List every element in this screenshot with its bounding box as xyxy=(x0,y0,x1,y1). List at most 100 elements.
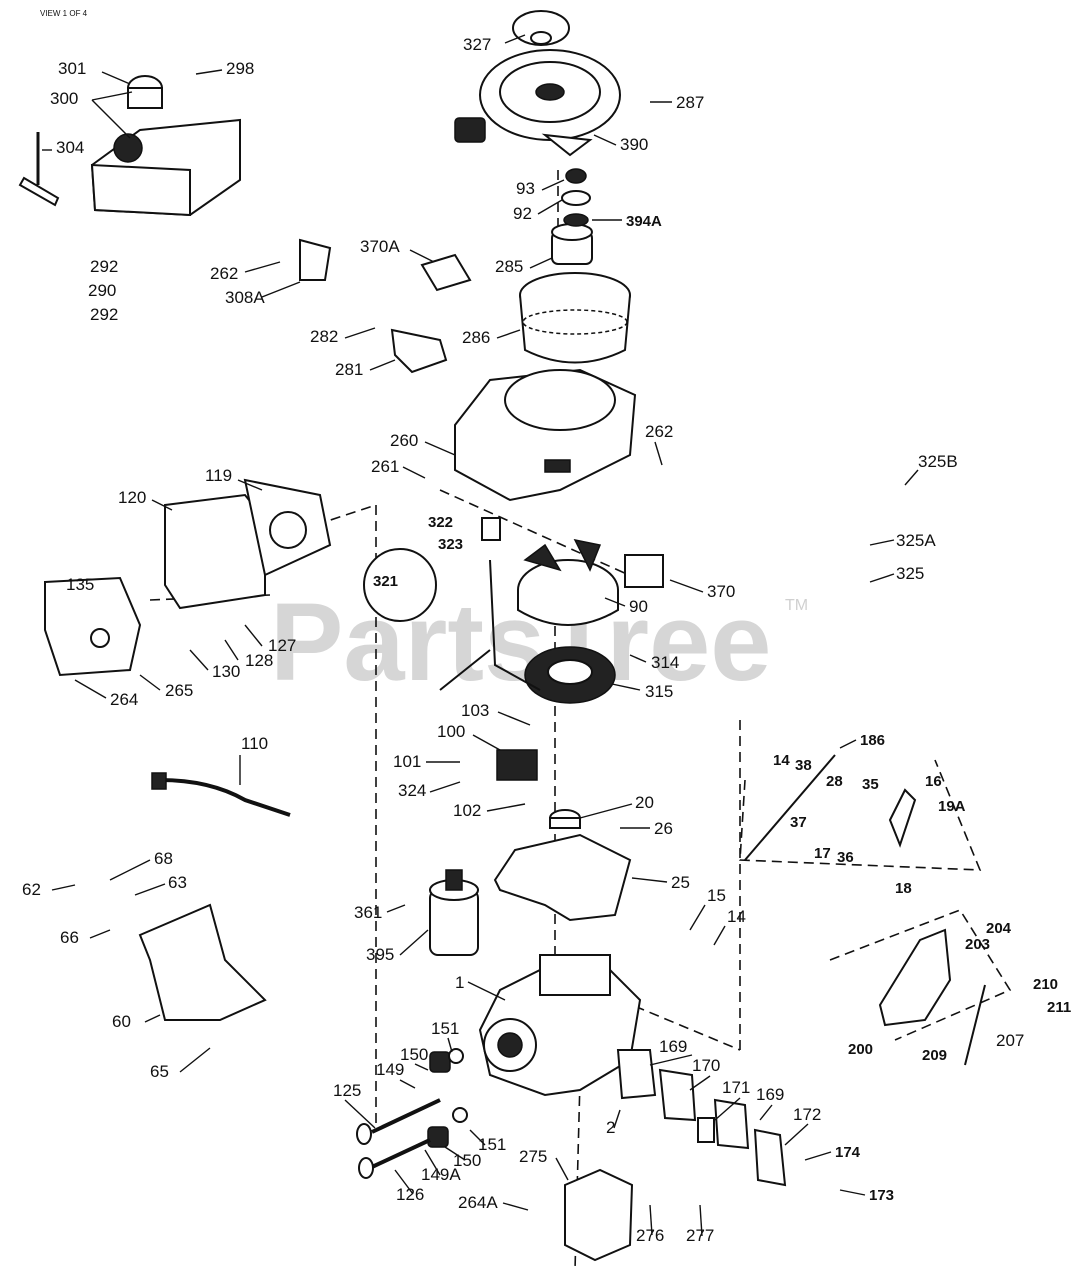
valve-springs xyxy=(427,1048,468,1148)
control-bracket-60 xyxy=(138,903,267,1021)
part-label-325: 325 xyxy=(896,564,924,583)
part-label-102: 102 xyxy=(453,801,481,820)
governor-bracket-200 xyxy=(878,928,952,1027)
part-label-28: 28 xyxy=(826,773,843,790)
blower-housing xyxy=(454,368,637,502)
part-label-327: 327 xyxy=(463,35,491,54)
part-label-127: 127 xyxy=(268,636,296,655)
part-label-26: 26 xyxy=(654,819,673,838)
part-label-321: 321 xyxy=(373,573,398,590)
head-shield xyxy=(44,576,142,677)
part-label-262: 262 xyxy=(645,422,673,441)
part-label-324: 324 xyxy=(398,781,426,800)
part-label-120: 120 xyxy=(118,488,146,507)
part-label-315: 315 xyxy=(645,682,673,701)
part-label-322: 322 xyxy=(428,514,453,531)
part-label-390: 390 xyxy=(620,135,648,154)
decal-370 xyxy=(624,554,664,588)
starter-cap xyxy=(512,10,570,46)
oil-seal-20 xyxy=(549,809,581,829)
part-label-101: 101 xyxy=(393,752,421,771)
part-label-18: 18 xyxy=(895,880,912,897)
flywheel-cup xyxy=(551,168,593,265)
part-label-16: 16 xyxy=(925,773,942,790)
part-label-19a: 19A xyxy=(938,798,966,815)
part-label-36: 36 xyxy=(837,849,854,866)
muffler-cover xyxy=(90,75,241,217)
part-label-171: 171 xyxy=(722,1078,750,1097)
part-label-119: 119 xyxy=(205,466,232,485)
flywheel-screen xyxy=(519,272,631,364)
part-label-209: 209 xyxy=(922,1047,947,1064)
part-label-275: 275 xyxy=(519,1147,547,1166)
part-label-285: 285 xyxy=(495,257,523,276)
wiring-harness xyxy=(363,517,541,691)
part-label-93: 93 xyxy=(516,179,535,198)
part-label-301: 301 xyxy=(58,59,86,78)
part-label-90: 90 xyxy=(629,597,648,616)
part-label-264: 264 xyxy=(110,690,138,709)
part-label-300: 300 xyxy=(50,89,78,108)
part-label-287: 287 xyxy=(676,93,704,112)
part-label-395: 395 xyxy=(366,945,394,964)
part-label-169: 169 xyxy=(756,1085,784,1104)
part-label-260: 260 xyxy=(390,431,418,450)
leader-lines xyxy=(42,34,919,1237)
part-label-110: 110 xyxy=(241,734,268,753)
part-label-282: 282 xyxy=(310,327,338,346)
view-label: VIEW 1 OF 4 xyxy=(40,9,88,18)
part-label-290: 290 xyxy=(88,281,116,300)
shield-281 xyxy=(390,328,448,374)
part-label-37: 37 xyxy=(790,814,807,831)
ignition-wire-110 xyxy=(151,772,291,817)
part-label-261: 261 xyxy=(371,457,399,476)
part-label-60: 60 xyxy=(112,1012,131,1031)
part-label-200: 200 xyxy=(848,1041,873,1058)
alternator-stator xyxy=(524,646,616,704)
part-label-100: 100 xyxy=(437,722,465,741)
part-label-308a: 308A xyxy=(225,288,265,307)
part-label-25: 25 xyxy=(671,873,690,892)
part-label-211: 211 xyxy=(1047,999,1071,1016)
part-label-276: 276 xyxy=(636,1226,664,1245)
part-label-35: 35 xyxy=(862,776,879,793)
part-label-314: 314 xyxy=(651,653,679,672)
part-label-298: 298 xyxy=(226,59,254,78)
rectifier-100 xyxy=(496,749,538,781)
part-label-103: 103 xyxy=(461,701,489,720)
base-plate-25 xyxy=(493,833,632,922)
part-label-186: 186 xyxy=(860,732,885,749)
crankcase xyxy=(478,954,642,1097)
part-label-169: 169 xyxy=(659,1037,687,1056)
part-label-394a: 394A xyxy=(626,213,662,230)
valves xyxy=(356,1098,441,1179)
part-label-277: 277 xyxy=(686,1226,714,1245)
part-label-210: 210 xyxy=(1033,976,1058,993)
part-label-361: 361 xyxy=(354,903,382,922)
part-label-66: 66 xyxy=(60,928,79,947)
part-label-204: 204 xyxy=(986,920,1012,937)
part-label-325b: 325B xyxy=(918,452,958,471)
recoil-starter xyxy=(454,49,621,157)
part-label-264a: 264A xyxy=(458,1193,498,1212)
decal-370a xyxy=(420,253,472,292)
part-label-325a: 325A xyxy=(896,531,936,550)
part-label-207: 207 xyxy=(996,1031,1024,1050)
part-label-65: 65 xyxy=(150,1062,169,1081)
part-label-2: 2 xyxy=(606,1118,615,1137)
part-label-128: 128 xyxy=(245,651,273,670)
part-label-20: 20 xyxy=(635,793,654,812)
part-label-170: 170 xyxy=(692,1056,720,1075)
part-label-14: 14 xyxy=(727,907,746,926)
part-label-370a: 370A xyxy=(360,237,400,256)
part-label-150: 150 xyxy=(400,1045,428,1064)
flywheel xyxy=(517,538,619,626)
part-label-38: 38 xyxy=(795,757,812,774)
throttle-linkage xyxy=(744,754,986,1066)
part-label-174: 174 xyxy=(835,1144,861,1161)
part-label-150: 150 xyxy=(453,1151,481,1170)
part-label-151: 151 xyxy=(478,1135,506,1154)
part-label-370: 370 xyxy=(707,582,735,601)
